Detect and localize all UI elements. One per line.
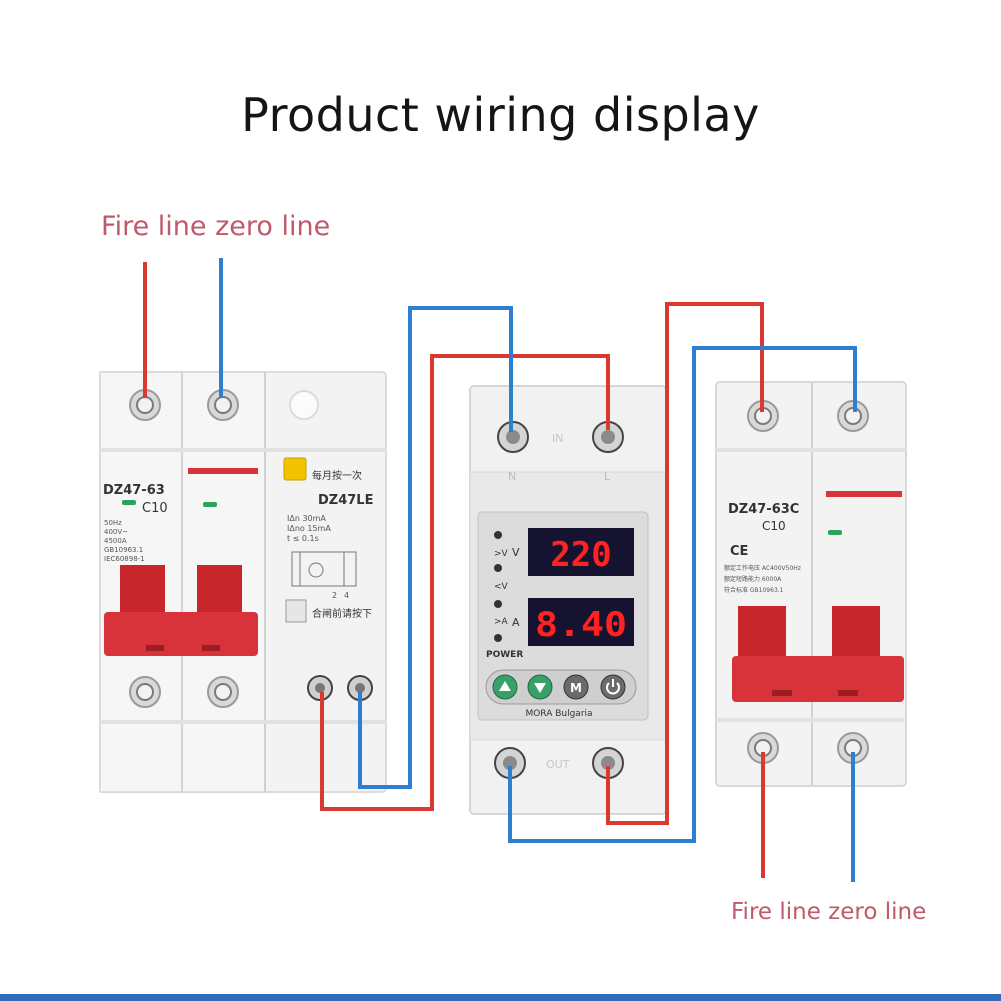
module-model: DZ47LE bbox=[318, 493, 373, 508]
terminal-mark: L bbox=[604, 470, 611, 483]
protector-terminal-screw bbox=[497, 421, 529, 453]
rcbo-breaker: DZ47-63 C10 50Hz 400V~ 4500A GB10963.1 I… bbox=[99, 371, 387, 793]
status-led bbox=[122, 500, 136, 505]
indicator-label: >V bbox=[494, 549, 509, 559]
trip-indicator-stripe bbox=[188, 468, 258, 474]
rcbo-terminal-screw bbox=[129, 389, 161, 421]
rcbo-to-protector-fire-line bbox=[320, 354, 610, 811]
test-button[interactable] bbox=[283, 457, 307, 481]
breaker-spec: 额定工作电压 AC400V50Hz bbox=[724, 564, 801, 572]
breaker-spec: 符合标准 GB10963.1 bbox=[724, 586, 784, 594]
indicator-led bbox=[494, 600, 502, 608]
module-top-text: 每月按一次 bbox=[312, 469, 362, 482]
module-bottom-text: 合闸前请按下 bbox=[312, 607, 372, 620]
rcbo-spec: IEC60898-1 bbox=[104, 555, 145, 563]
rcbo-spec: 4500A bbox=[104, 537, 127, 545]
up-arrow-icon bbox=[499, 681, 511, 691]
breaker-model: DZ47-63C bbox=[728, 502, 799, 517]
rcbo-rating: C10 bbox=[142, 501, 168, 516]
power-icon bbox=[606, 679, 620, 695]
section-label-out: OUT bbox=[546, 758, 570, 771]
ce-mark-icon: CE bbox=[730, 544, 748, 559]
current-reading: 8.40 bbox=[535, 605, 627, 645]
protector-to-breaker-fire-line bbox=[606, 302, 764, 825]
current-display bbox=[528, 598, 634, 646]
voltage-reading: 220 bbox=[550, 535, 611, 575]
rcbo-terminal-screw bbox=[129, 676, 161, 708]
breaker-toggle-handle[interactable] bbox=[732, 606, 904, 702]
brand-label: MORA Bulgaria bbox=[525, 709, 592, 719]
rcbo-spec: 50Hz bbox=[104, 519, 122, 527]
page-title: Product wiring display bbox=[241, 88, 760, 142]
rcbo-terminal-screw bbox=[207, 389, 239, 421]
mode-button[interactable]: M bbox=[563, 674, 589, 700]
terminal-number: 2 bbox=[332, 591, 337, 600]
rcbo-toggle-handle[interactable] bbox=[104, 565, 258, 656]
status-led bbox=[203, 502, 217, 507]
power-button[interactable] bbox=[600, 674, 626, 700]
power-led bbox=[494, 634, 502, 642]
module-spec: IΔno 15mA bbox=[287, 524, 331, 533]
protector-to-breaker-zero-line bbox=[508, 346, 857, 843]
indicator-label: >A bbox=[494, 617, 509, 627]
terminal-number: 4 bbox=[344, 591, 349, 600]
rcbo-spec: GB10963.1 bbox=[104, 546, 143, 554]
bottom-divider bbox=[0, 994, 1001, 1001]
breaker-terminal-screw bbox=[747, 732, 779, 764]
rcbo-terminal-screw bbox=[207, 676, 239, 708]
rcbo-model: DZ47-63 bbox=[103, 483, 165, 498]
indicator-led bbox=[494, 564, 502, 572]
breaker-rating: C10 bbox=[762, 519, 786, 533]
rcbo-to-protector-zero-line bbox=[358, 306, 513, 789]
voltage-protector: N L IN OUT 220 8.40 V A >V <V >A POWER bbox=[469, 385, 667, 815]
voltage-display bbox=[528, 528, 634, 576]
reset-button[interactable] bbox=[285, 599, 307, 623]
circuit-schematic-icon bbox=[291, 551, 357, 587]
current-unit: A bbox=[512, 616, 520, 629]
module-spec: IΔn 30mA bbox=[287, 514, 326, 523]
input-wire-label: Fire line zero line bbox=[101, 211, 331, 242]
voltage-unit: V bbox=[512, 546, 520, 559]
up-button[interactable] bbox=[492, 674, 518, 700]
terminal-mark: N bbox=[508, 470, 516, 483]
indicator-led bbox=[494, 531, 502, 539]
breaker-terminal-screw bbox=[747, 400, 779, 432]
down-button[interactable] bbox=[527, 674, 553, 700]
output-breaker: DZ47-63C C10 CE 额定工作电压 AC400V50Hz 额定短路能力… bbox=[715, 381, 907, 787]
rcbo-spec: 400V~ bbox=[104, 528, 128, 536]
output-wire-label: Fire line zero line bbox=[731, 899, 927, 925]
power-label: POWER bbox=[486, 650, 523, 660]
button-bar bbox=[485, 669, 637, 705]
down-arrow-icon bbox=[534, 683, 546, 693]
breaker-spec: 额定短路能力 6000A bbox=[724, 575, 782, 583]
section-label-in: IN bbox=[552, 432, 563, 445]
trip-indicator-stripe bbox=[826, 491, 902, 497]
status-led bbox=[828, 530, 842, 535]
module-spec: t ≤ 0.1s bbox=[287, 534, 319, 543]
test-hole bbox=[289, 390, 319, 420]
mode-button-label: M bbox=[570, 681, 582, 695]
protector-terminal-screw bbox=[592, 421, 624, 453]
indicator-label: <V bbox=[494, 582, 509, 592]
